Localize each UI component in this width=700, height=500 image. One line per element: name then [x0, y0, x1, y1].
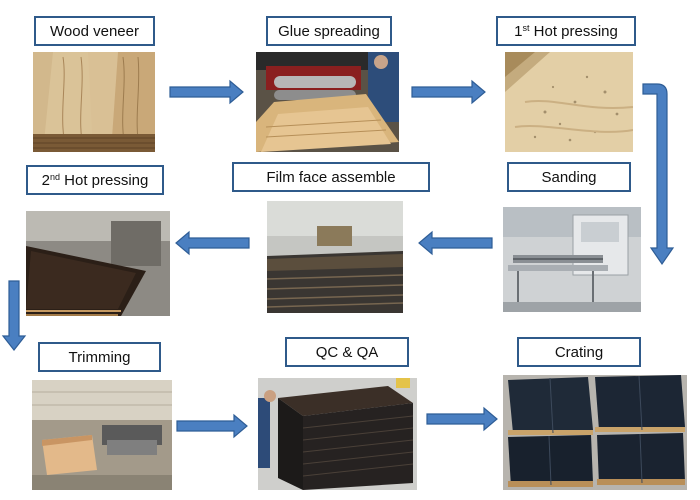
- step-label-text: 1st Hot pressing: [514, 22, 618, 40]
- step-label-sanding: Sanding: [507, 162, 631, 192]
- step-label-first-hot-pressing: 1st Hot pressing: [496, 16, 636, 46]
- step-label-crating: Crating: [517, 337, 641, 367]
- step-label-text: Crating: [554, 343, 604, 361]
- step-label-trimming: Trimming: [38, 342, 161, 372]
- photo-glue-spreading: [256, 52, 399, 152]
- photo-film-face-assemble: [267, 201, 403, 313]
- step-label-text: Film face assemble: [266, 168, 396, 186]
- photo-first-hot-pressing: [505, 52, 633, 152]
- step-label-text: 2nd Hot pressing: [41, 171, 149, 189]
- arrow-right-icon: [176, 413, 248, 439]
- arrow-left-icon: [175, 230, 250, 256]
- photo-qc-qa: [258, 378, 417, 490]
- arrow-right-icon: [169, 79, 244, 105]
- arrow-right-icon: [426, 406, 498, 432]
- photo-crating: [503, 375, 687, 490]
- step-label-film-face-assemble: Film face assemble: [232, 162, 430, 192]
- photo-second-hot-pressing: [26, 211, 170, 316]
- photo-wood-veneer: [33, 52, 155, 152]
- arrow-left-icon: [418, 230, 493, 256]
- photo-sanding: [503, 207, 641, 312]
- step-label-text: Glue spreading: [278, 22, 380, 40]
- step-label-qc-qa: QC & QA: [285, 337, 409, 367]
- step-label-text: Trimming: [68, 348, 131, 366]
- photo-trimming: [32, 380, 172, 490]
- arrow-curve-down-icon: [642, 83, 675, 266]
- step-label-second-hot-pressing: 2nd Hot pressing: [26, 165, 164, 195]
- step-label-text: QC & QA: [315, 343, 379, 361]
- arrow-down-icon: [1, 280, 27, 351]
- step-label-glue-spreading: Glue spreading: [266, 16, 392, 46]
- step-label-wood-veneer: Wood veneer: [34, 16, 155, 46]
- arrow-right-icon: [411, 79, 486, 105]
- step-label-text: Wood veneer: [50, 22, 139, 40]
- step-label-text: Sanding: [541, 168, 597, 186]
